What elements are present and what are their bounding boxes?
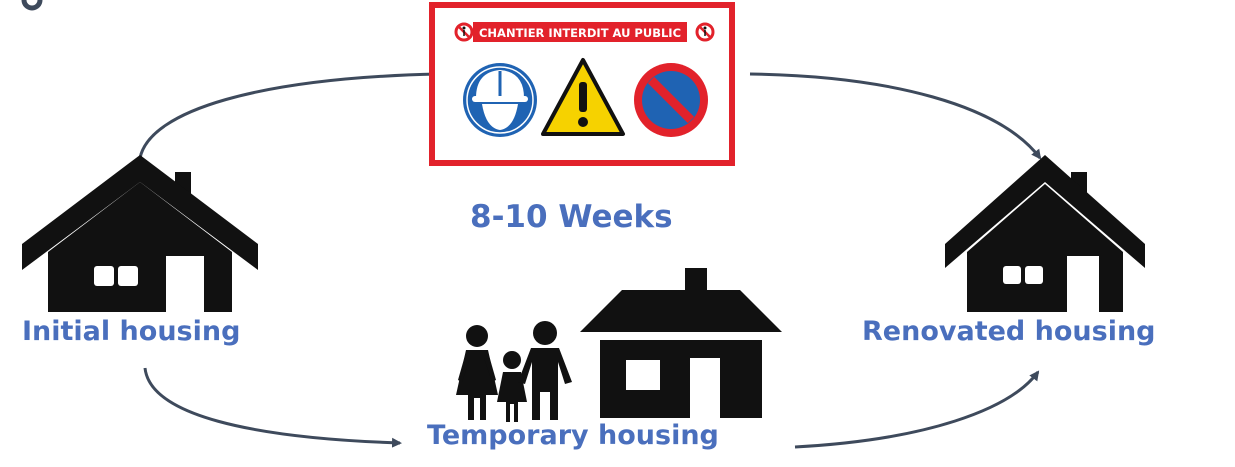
cropped-heading-fragment bbox=[21, 0, 43, 11]
no-pedestrian-icon bbox=[454, 22, 474, 42]
arrow-initial-to-construction bbox=[138, 69, 440, 159]
no-parking-sign-icon bbox=[634, 63, 708, 137]
sign-banner-text: CHANTIER INTERDIT AU PUBLIC bbox=[479, 26, 681, 40]
renovated-housing-label: Renovated housing bbox=[862, 316, 1156, 347]
temporary-house-icon bbox=[580, 268, 782, 418]
helmet-sign-icon bbox=[463, 63, 537, 137]
construction-sign: CHANTIER INTERDIT AU PUBLIC bbox=[429, 2, 735, 166]
arrow-temporary-to-renovated bbox=[794, 370, 1040, 449]
family-icon bbox=[456, 321, 572, 422]
warning-sign-icon bbox=[541, 58, 625, 136]
no-pedestrian-icon bbox=[695, 22, 715, 42]
house-icon bbox=[945, 155, 1145, 312]
arrow-construction-to-renovated bbox=[749, 72, 1042, 160]
house-icon bbox=[22, 155, 258, 312]
sign-banner bbox=[473, 22, 687, 42]
arrow-initial-to-temporary bbox=[143, 367, 402, 448]
duration-label: 8-10 Weeks bbox=[470, 199, 673, 235]
initial-housing-label: Initial housing bbox=[22, 316, 241, 347]
temporary-housing-label: Temporary housing bbox=[427, 420, 719, 451]
